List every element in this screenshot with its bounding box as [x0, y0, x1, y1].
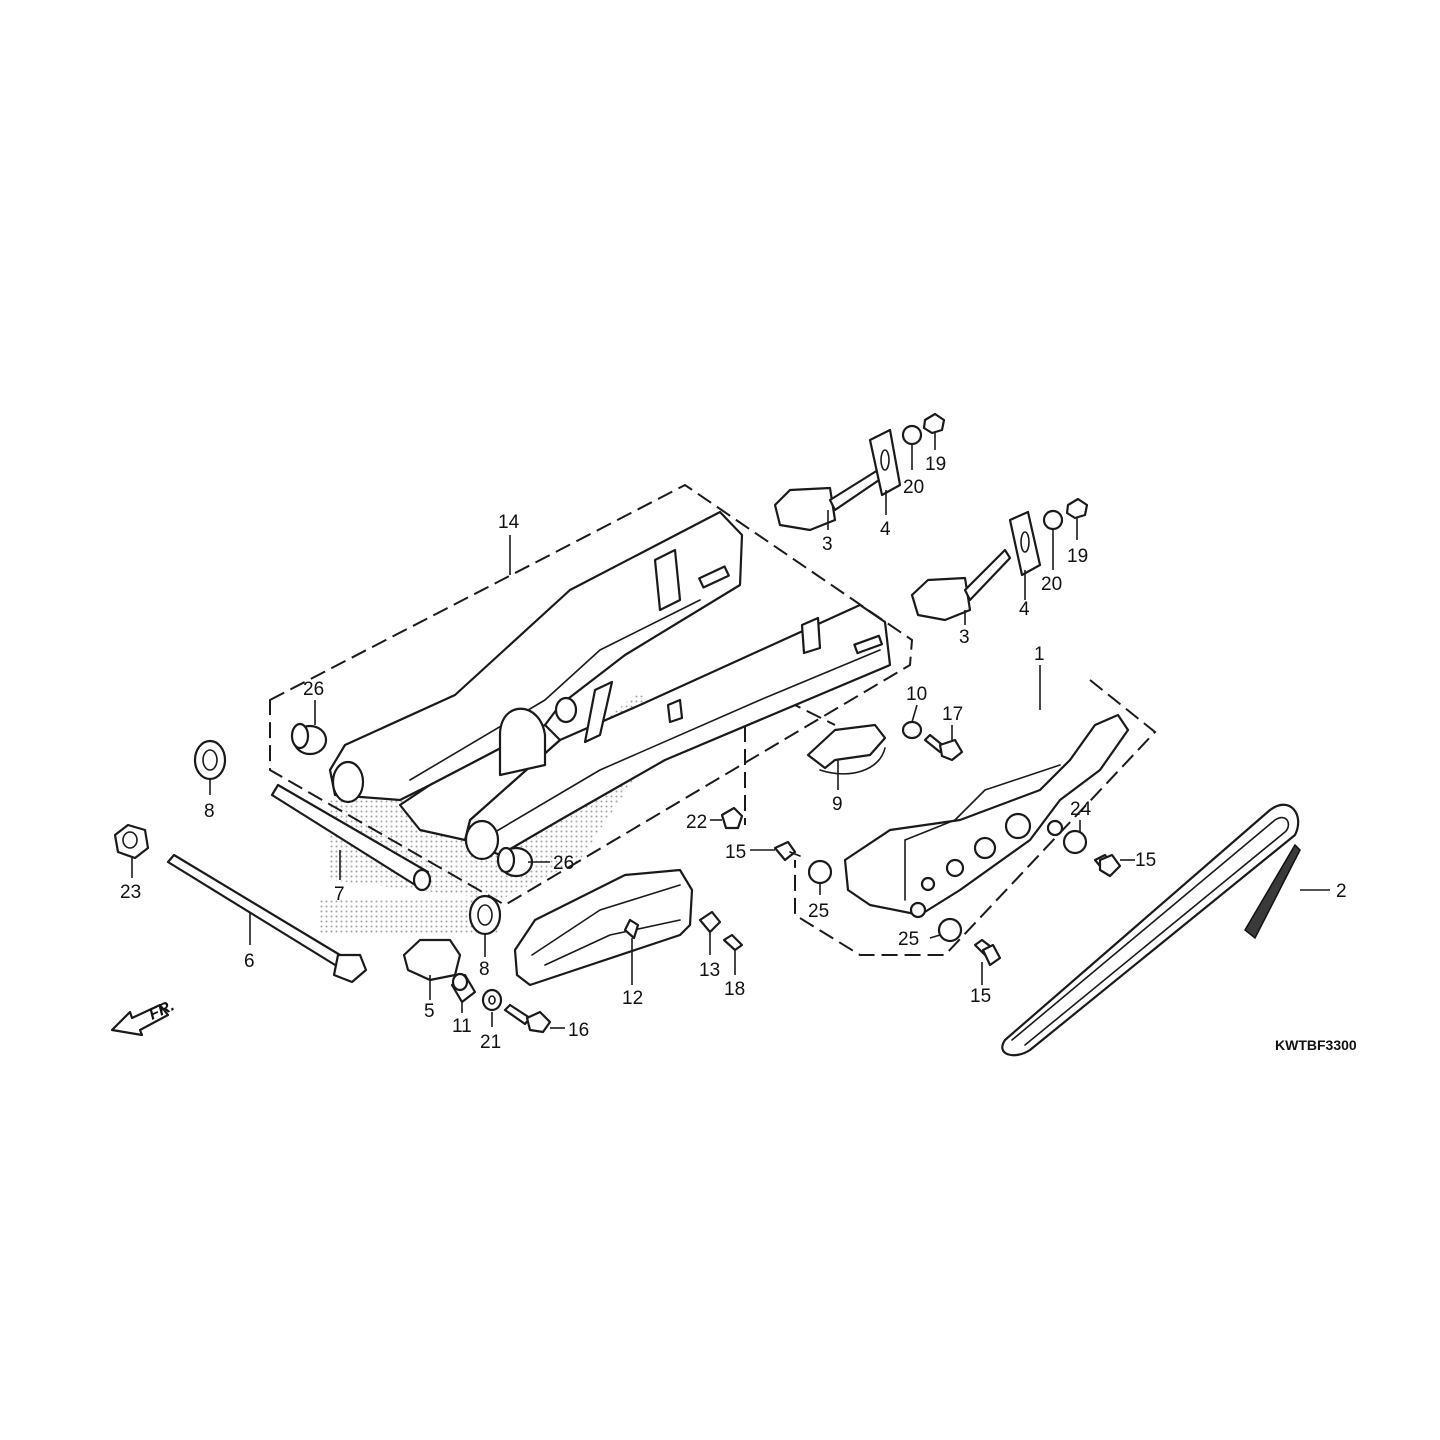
bolt-17[interactable] — [923, 733, 964, 762]
pivot-collar[interactable] — [270, 783, 432, 892]
collar-25-lower[interactable] — [937, 917, 963, 943]
chain-adjuster-lower[interactable] — [910, 510, 1042, 622]
callout-23: 23 — [120, 882, 141, 903]
pivot-bolt[interactable] — [166, 853, 368, 984]
callout-18: 18 — [724, 979, 745, 1000]
swingarm[interactable] — [328, 510, 892, 861]
callout-19-upper: 19 — [925, 454, 946, 475]
callout-8-right: 8 — [479, 959, 490, 980]
callout-26-lower: 26 — [553, 853, 574, 874]
nut-20-upper[interactable] — [901, 424, 923, 446]
callout-20-upper: 20 — [903, 477, 924, 498]
callout-6: 6 — [244, 951, 255, 972]
callout-17: 17 — [942, 704, 963, 725]
callout-11: 11 — [452, 1016, 472, 1037]
chain-case[interactable] — [843, 713, 1130, 919]
callout-20-lower: 20 — [1041, 574, 1062, 595]
chain-slider[interactable] — [513, 868, 694, 987]
callout-12: 12 — [622, 988, 643, 1009]
chain-case-group-outline — [794, 679, 1157, 956]
nut-19-lower[interactable] — [1065, 497, 1089, 520]
drive-chain[interactable] — [1001, 803, 1301, 1057]
callout-2: 2 — [1336, 881, 1347, 902]
callout-21: 21 — [480, 1032, 501, 1053]
callout-22: 22 — [686, 812, 707, 833]
callout-25-lower: 25 — [898, 929, 919, 950]
callout-1: 1 — [1034, 644, 1045, 665]
front-direction-arrow: FR. — [110, 997, 178, 1037]
callout-4-lower: 4 — [1019, 599, 1030, 620]
swingarm-group-outline — [269, 483, 914, 907]
leader-lines — [131, 433, 1330, 1029]
washer[interactable] — [481, 988, 503, 1012]
collar-24[interactable] — [1062, 829, 1088, 855]
callout-labels: 14 26 8 23 7 6 5 11 21 16 8 26 12 13 18 … — [120, 454, 1347, 1053]
callout-13: 13 — [699, 960, 720, 981]
screw-18[interactable] — [722, 933, 744, 952]
dust-seal-left[interactable] — [193, 739, 227, 781]
callout-4-upper: 4 — [880, 519, 891, 540]
chain-adjuster-upper[interactable] — [773, 428, 902, 532]
callout-9: 9 — [832, 794, 843, 815]
callout-14: 14 — [498, 512, 520, 533]
callout-7: 7 — [334, 884, 345, 905]
callout-3-upper: 3 — [822, 534, 833, 555]
bushing-lower[interactable] — [496, 846, 534, 878]
chain-guide[interactable] — [806, 723, 887, 775]
nut-19-upper[interactable] — [922, 412, 946, 435]
callout-15-left: 15 — [725, 842, 746, 863]
callout-10: 10 — [906, 684, 927, 705]
washer-10[interactable] — [901, 720, 923, 740]
collar-13[interactable] — [698, 910, 722, 934]
callout-5: 5 — [424, 1001, 435, 1022]
front-marker-label: FR. — [147, 997, 178, 1023]
callout-25-upper: 25 — [808, 901, 829, 922]
pivot-nut[interactable] — [113, 823, 150, 860]
nut-20-lower[interactable] — [1042, 509, 1064, 531]
dust-seal-right[interactable] — [468, 894, 502, 936]
callout-16: 16 — [568, 1020, 589, 1041]
chain-slider-block[interactable] — [402, 938, 462, 982]
bolt-15-left[interactable] — [773, 840, 801, 862]
collar-25-upper[interactable] — [807, 859, 833, 885]
callout-15-right: 15 — [1135, 850, 1156, 871]
collar[interactable] — [450, 972, 477, 1004]
bushing-upper[interactable] — [290, 722, 328, 756]
callout-8-left: 8 — [204, 801, 215, 822]
callout-24: 24 — [1070, 799, 1092, 820]
bolt-15-bottom[interactable] — [973, 938, 1002, 967]
nut-22[interactable] — [720, 806, 744, 830]
callout-3-lower: 3 — [959, 627, 970, 648]
diagram-code: KWTBF3300 — [1275, 1037, 1357, 1053]
bolt-15-right[interactable] — [1093, 853, 1122, 878]
callout-26-upper: 26 — [303, 679, 324, 700]
callout-19-lower: 19 — [1067, 546, 1088, 567]
callout-15-bottom: 15 — [970, 986, 991, 1007]
bolt-slider[interactable] — [503, 1003, 552, 1034]
